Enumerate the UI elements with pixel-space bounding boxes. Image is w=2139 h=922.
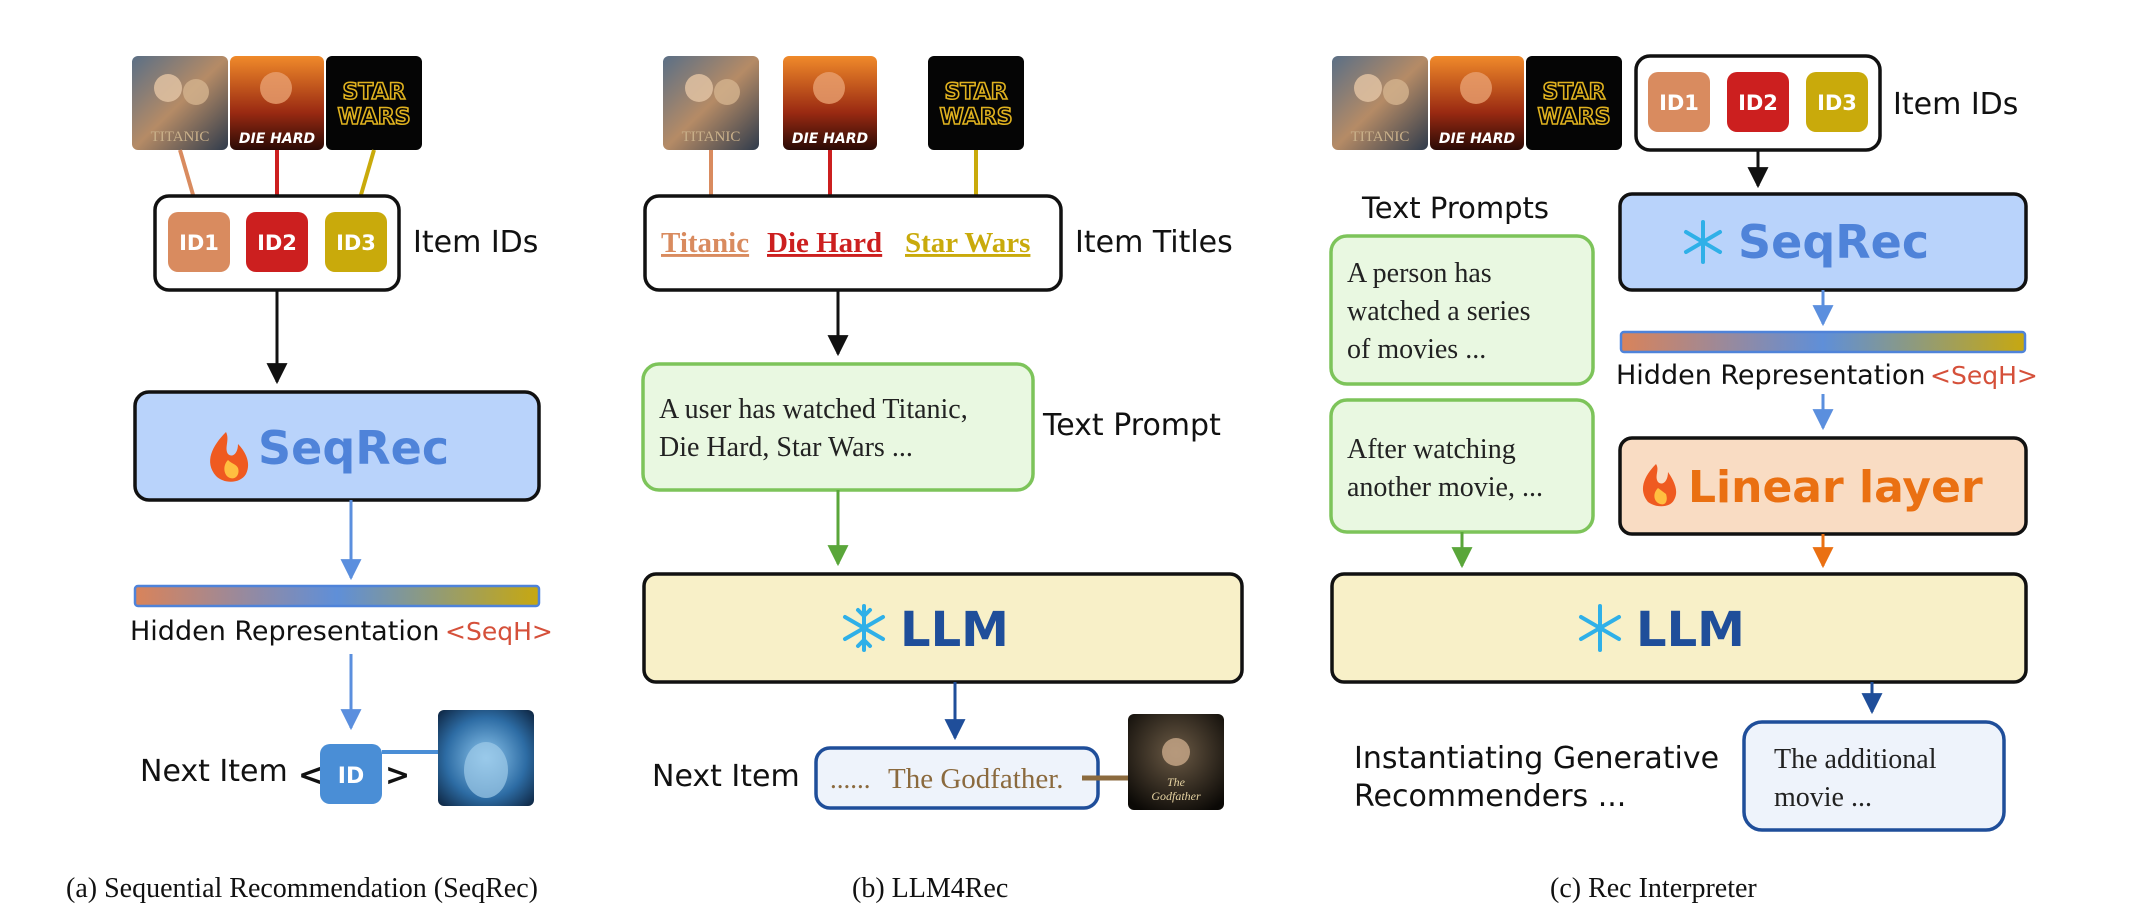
prompt-box-1: [1329, 234, 1595, 386]
poster-die-hard-text: DIE HARD: [239, 131, 315, 147]
poster-die-hard: DIE HARD: [230, 56, 324, 150]
poster-titanic: TITANIC: [132, 56, 228, 150]
caption-a: (a) Sequential Recommendation (SeqRec): [66, 873, 538, 904]
llm-box: [642, 572, 1244, 684]
llm-label: LLM: [900, 602, 1009, 658]
output-line-1: The additional: [1774, 744, 1937, 775]
title-die-hard: Die Hard: [767, 227, 882, 259]
item-titles-label: Item Titles: [1075, 225, 1233, 260]
prompt2-line-1: After watching: [1347, 434, 1516, 465]
linear-layer-label: Linear layer: [1688, 462, 1983, 513]
item-titles-box: [643, 194, 1063, 292]
llm-label-c: LLM: [1636, 602, 1745, 658]
id3-label-c: ID3: [1817, 91, 1857, 115]
poster-die-hard-b-text: DIE HARD: [792, 131, 868, 147]
poster-godfather-text: The: [1167, 775, 1186, 789]
id2-chip: [246, 212, 308, 272]
prompt-line-1: A user has watched Titanic,: [659, 394, 968, 425]
poster-godfather-subtext: Godfather: [1151, 789, 1201, 803]
prompt1-line-2: watched a series: [1347, 296, 1530, 327]
poster-godfather: The Godfather: [1128, 714, 1224, 810]
seqrec-label: SeqRec: [258, 421, 449, 475]
seqh-token-label: <SeqH>: [445, 617, 553, 646]
poster-die-hard-c: DIE HARD: [1430, 56, 1524, 150]
next-item-label: Next Item: [140, 754, 288, 789]
item-ids-label: Item IDs: [413, 225, 538, 260]
id3-chip-c: [1806, 72, 1868, 132]
caption-c: (c) Rec Interpreter: [1550, 873, 1757, 904]
output-prefix: ......: [830, 764, 871, 794]
panel-b: TITANIC DIE HARD STAR WARS Titanic Die H…: [641, 56, 1244, 904]
id1-label-c: ID1: [1659, 91, 1699, 115]
id1-label: ID1: [179, 231, 219, 255]
poster-star-wars-b-text: STAR: [944, 80, 1007, 105]
id2-chip-c: [1727, 72, 1789, 132]
prompt1-line-1: A person has: [1347, 258, 1492, 289]
snowflake-icon: [843, 604, 885, 652]
id1-chip: [168, 212, 230, 272]
poster-star-wars-text: STAR: [342, 80, 405, 105]
text-prompt-label: Text Prompt: [1042, 408, 1221, 443]
panel-c: TITANIC DIE HARD STAR WARS ID1 ID2 ID3 I…: [1329, 54, 2038, 904]
fire-icon: [210, 432, 249, 482]
poster-titanic-c: TITANIC: [1332, 56, 1428, 150]
poster-die-hard-c-text: DIE HARD: [1439, 131, 1515, 147]
text-prompt-box: [641, 362, 1035, 492]
right-angle-bracket: >: [385, 758, 410, 793]
id3-chip: [325, 212, 387, 272]
snowflake-icon-seqrec: [1684, 220, 1722, 264]
prompt-line-2: Die Hard, Star Wars ...: [659, 432, 913, 463]
poster-star-wars-b: STAR WARS: [928, 56, 1024, 150]
snowflake-icon-llm: [1579, 604, 1621, 652]
poster-star-wars-b-subtext: WARS: [939, 105, 1012, 130]
poster-star-wars: STAR WARS: [326, 56, 422, 150]
next-id-chip: [320, 744, 382, 804]
hidden-representation-label: Hidden Representation: [130, 616, 439, 647]
poster-titanic-text: TITANIC: [151, 129, 210, 145]
left-angle-bracket: <: [298, 758, 323, 793]
poster-star-wars-c-text: STAR: [1542, 80, 1605, 105]
output-title: The Godfather.: [888, 763, 1064, 795]
seqrec-label-c: SeqRec: [1738, 215, 1929, 269]
poster-die-hard-b: DIE HARD: [783, 56, 877, 150]
prompt2-line-2: another movie, ...: [1347, 472, 1543, 503]
caption-b: (b) LLM4Rec: [852, 873, 1008, 904]
instantiating-line-2: Recommenders ...: [1354, 779, 1626, 814]
poster-titanic-b: TITANIC: [663, 56, 759, 150]
output-box-c: [1742, 720, 2006, 832]
prompt1-line-3: of movies ...: [1347, 334, 1486, 365]
instantiating-line-1: Instantiating Generative: [1354, 741, 1719, 776]
poster-next-movie: [438, 710, 534, 806]
text-prompts-label: Text Prompts: [1361, 191, 1549, 225]
item-ids-label-c: Item IDs: [1893, 87, 2018, 122]
title-star-wars: Star Wars: [905, 227, 1030, 259]
title-titanic: Titanic: [661, 227, 749, 259]
output-line-2: movie ...: [1774, 782, 1872, 813]
hidden-representation-label-c: Hidden Representation: [1616, 360, 1925, 391]
llm-box-c: [1330, 572, 2028, 684]
next-id-label: ID: [338, 764, 364, 789]
hidden-representation-bar-c: [1619, 330, 2027, 354]
id2-label: ID2: [257, 231, 297, 255]
poster-star-wars-subtext: WARS: [337, 105, 410, 130]
id3-label: ID3: [336, 231, 376, 255]
id1-chip-c: [1648, 72, 1710, 132]
poster-star-wars-c: STAR WARS: [1526, 56, 1622, 150]
next-item-label-b: Next Item: [652, 759, 800, 794]
panel-a: TITANIC DIE HARD STAR WARS ID1 ID2 ID3 I…: [66, 56, 553, 904]
hidden-representation-bar: [133, 584, 541, 608]
id2-label-c: ID2: [1738, 91, 1778, 115]
poster-titanic-b-text: TITANIC: [682, 129, 741, 145]
fire-icon-linear: [1642, 464, 1677, 507]
poster-star-wars-c-subtext: WARS: [1537, 105, 1610, 130]
poster-titanic-c-text: TITANIC: [1351, 129, 1410, 145]
prompt-box-2: [1329, 398, 1595, 534]
seqh-token-label-c: <SeqH>: [1930, 361, 2038, 390]
